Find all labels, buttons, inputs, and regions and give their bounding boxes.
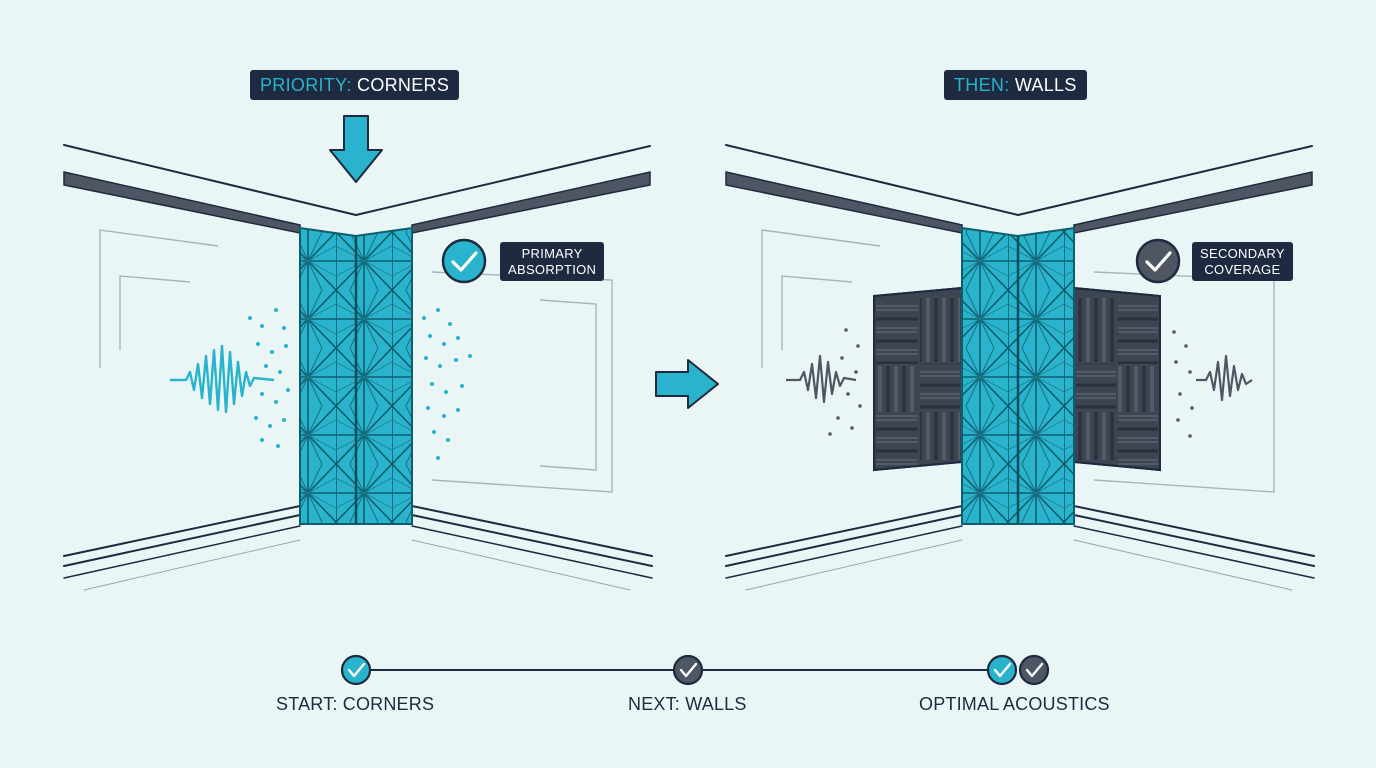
- note-line-1: SECONDARY: [1200, 246, 1285, 261]
- right-floor: [725, 505, 1315, 591]
- check-icon: [1135, 238, 1181, 284]
- timeline-step-next-icon: [672, 654, 704, 686]
- timeline-label-next: NEXT: WALLS: [628, 694, 747, 714]
- right-arrow-icon: [655, 359, 719, 409]
- note-line-1: PRIMARY: [521, 246, 583, 261]
- timeline-label-optimal: OPTIMAL ACOUSTICS: [919, 694, 1110, 714]
- note-line-2: COVERAGE: [1204, 262, 1281, 277]
- right-wall-frames: [761, 229, 1275, 493]
- note-line-2: ABSORPTION: [508, 262, 597, 277]
- timeline-label-start: START: CORNERS: [276, 694, 435, 714]
- left-wall-foam-panel: [873, 286, 963, 472]
- right-wall-foam-panel: [1073, 286, 1161, 472]
- primary-absorption-note: PRIMARY ABSORPTION: [500, 242, 605, 281]
- sound-wave-icon: [170, 344, 275, 414]
- banner-prefix: PRIORITY:: [260, 75, 352, 95]
- secondary-coverage-note: SECONDARY COVERAGE: [1192, 242, 1293, 281]
- banner-suffix: CORNERS: [357, 75, 450, 95]
- priority-corners-banner: PRIORITY: CORNERS: [250, 70, 460, 100]
- check-icon: [441, 238, 487, 284]
- banner-prefix: THEN:: [954, 75, 1010, 95]
- timeline: [340, 654, 1050, 686]
- then-walls-banner: THEN: WALLS: [944, 70, 1087, 100]
- left-corner-panel: [299, 226, 413, 525]
- sound-wave-icon: [786, 354, 1253, 404]
- left-floor: [63, 505, 653, 591]
- right-scatter-dots: [828, 328, 1194, 438]
- right-ceiling: [725, 144, 1313, 234]
- timeline-step-optimal-icon: [986, 654, 1050, 686]
- left-room: [63, 144, 653, 591]
- banner-suffix: WALLS: [1014, 75, 1077, 95]
- right-room: [725, 144, 1315, 591]
- down-arrow-icon: [329, 115, 383, 183]
- left-scatter-dots: [248, 308, 472, 460]
- timeline-step-start-icon: [340, 654, 372, 686]
- left-ceiling: [63, 144, 651, 234]
- right-corner-panel: [961, 226, 1075, 525]
